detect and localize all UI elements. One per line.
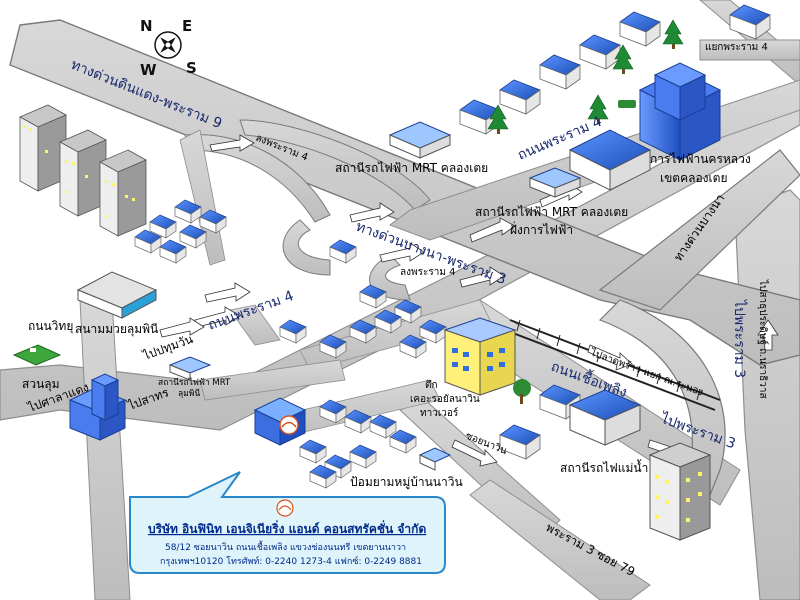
compass-east-label: E <box>182 17 192 35</box>
label-tower-2: เคอะรอยัลนาวิน <box>410 394 480 405</box>
label-lumpini-park: สวนลุม <box>22 377 60 392</box>
compass-south-label: S <box>186 59 197 77</box>
expressway-bangna <box>598 149 800 311</box>
rama3-apartment-building <box>648 442 712 541</box>
mae-nam-station-building <box>568 389 642 446</box>
royal-nawin-tower <box>443 317 531 404</box>
label-mrt-lumpini-1: สถานีรถไฟฟ้า MRT <box>158 377 231 388</box>
label-narathiwat: ไปสาธุประดิษฐ์ ถ.นราธิวาส <box>757 279 769 399</box>
label-tower-1: ตึก <box>425 379 438 391</box>
label-mae-nam-station: สถานีรถไฟแม่น้ำ <box>560 459 648 475</box>
compass-west-label: W <box>140 61 157 79</box>
label-mrt-lumpini-2: ลุมพินี <box>178 388 200 399</box>
mrt-station-icons <box>168 121 582 381</box>
company-name: บริษัท อินฟินิท เอนจิเนียริ่ง แอนด์ คอนส… <box>148 520 426 536</box>
label-electricity-1: การไฟฟ้านครหลวง <box>650 152 751 166</box>
lumpini-stadium-building <box>76 271 158 319</box>
label-tower-3: ทาวเวอร์ <box>420 407 459 419</box>
label-mrt-khlong-toei-mid-2: ฝั่งการไฟฟ้า <box>510 221 573 237</box>
compass-north-label: N <box>140 17 153 35</box>
lumpini-park <box>12 344 62 366</box>
mea-khlong-toei-building <box>568 62 722 191</box>
compass: N E S W <box>140 17 197 79</box>
apartment-blocks <box>19 104 147 237</box>
label-to-rama4-top: แยกพระราม 4 <box>705 42 768 53</box>
label-guard-post: ป้อมยามหมู่บ้านนาวิน <box>350 475 463 490</box>
company-callout: บริษัท อินฟินิท เอนจิเนียริ่ง แอนด์ คอนส… <box>129 471 446 574</box>
company-office-building <box>253 397 307 446</box>
label-lumpini-stadium: สนามมวยลุมพินี <box>75 322 158 337</box>
label-mrt-khlong-toei-mid-1: สถานีรถไฟฟ้า MRT คลองเตย <box>475 205 628 219</box>
road-rama3-soi79 <box>469 479 651 600</box>
company-address-line2: กรุงเทพฯ10120 โทรศัพท์: 0-2240 1273-4 แฟ… <box>160 555 422 567</box>
road-witthayu <box>79 299 131 600</box>
label-witthayu: ถนนวิทยุ <box>28 319 73 334</box>
guard-post-icon <box>418 447 452 471</box>
company-logo-icon <box>276 499 294 517</box>
label-down-rama4-b: ลงพระราม 4 <box>400 267 455 278</box>
witthayu-tower <box>68 373 127 441</box>
label-mrt-khlong-toei-top: สถานีรถไฟฟ้า MRT คลองเตย <box>335 161 488 175</box>
label-rama3-right: ไปพระราม 3 <box>731 299 748 378</box>
label-electricity-2: เขตคลองเตย <box>660 171 727 185</box>
company-address-line1: 58/12 ซอยนาวิน ถนนเชื้อเพลิง แขวงช่องนนท… <box>165 540 406 553</box>
direction-arrows <box>159 134 779 467</box>
